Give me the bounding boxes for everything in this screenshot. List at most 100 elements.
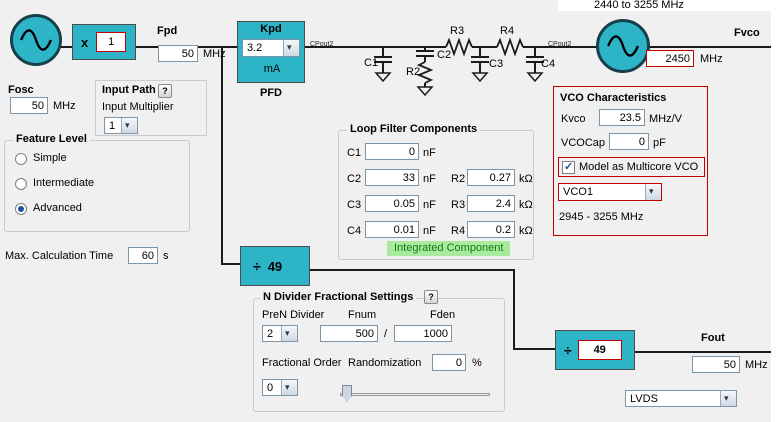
vco-select-value: VCO1 — [563, 186, 593, 198]
radio-intermediate[interactable] — [15, 178, 27, 190]
c3-input[interactable] — [365, 195, 419, 212]
r3-label: R3 — [451, 199, 466, 211]
c3-unit: nF — [423, 199, 436, 211]
multicore-checkbox[interactable] — [562, 160, 575, 174]
fractional-settings-group: N Divider Fractional Settings ? PreN Div… — [253, 290, 505, 412]
chevron-down-icon[interactable] — [281, 380, 297, 395]
loop-filter-title: Loop Filter Components — [347, 123, 481, 135]
feedback-wire — [513, 348, 557, 350]
vcocap-unit: pF — [653, 137, 666, 149]
fout-label: Fout — [701, 332, 725, 344]
output-divider-block: ÷ — [555, 330, 635, 370]
kvco-input[interactable] — [599, 109, 645, 126]
c4-schematic-label: C4 — [541, 58, 556, 70]
randomization-input[interactable] — [432, 354, 466, 371]
c2-input[interactable] — [365, 169, 419, 186]
vcocap-label: VCOCap — [561, 137, 606, 149]
randomization-slider-track[interactable] — [340, 393, 490, 396]
chevron-down-icon[interactable] — [281, 326, 297, 341]
divide-symbol: ÷ — [253, 258, 261, 274]
feature-level-title: Feature Level — [13, 133, 90, 145]
vcocap-input[interactable] — [609, 133, 649, 150]
kpd-dropdown[interactable]: 3.2 — [242, 39, 300, 57]
output-divider-input[interactable] — [577, 340, 622, 360]
fractional-order-label: Fractional Order — [262, 357, 342, 369]
n-divider-block: ÷ 49 — [240, 246, 310, 286]
vco-select-dropdown[interactable]: VCO1 — [558, 183, 662, 201]
chevron-down-icon[interactable] — [645, 184, 661, 200]
c4-input[interactable] — [365, 221, 419, 238]
c1-input[interactable] — [365, 143, 419, 160]
fvco-label: Fvco — [734, 27, 760, 39]
fvco-input[interactable] — [646, 50, 694, 67]
fpd-input[interactable] — [158, 45, 198, 62]
r4-unit: kΩ — [519, 225, 533, 237]
window-edge — [558, 0, 771, 11]
pren-divider-label: PreN Divider — [262, 309, 325, 321]
fpd-label: Fpd — [157, 25, 178, 37]
loop-filter-schematic — [305, 37, 599, 97]
fpd-unit: MHz — [203, 48, 226, 60]
c1-schematic-label: C1 — [364, 57, 379, 69]
pren-divider-value: 2 — [267, 327, 274, 340]
r4-schematic-label: R4 — [500, 25, 515, 37]
multicore-label: Model as Multicore VCO — [579, 161, 699, 173]
randomization-label: Randomization — [348, 357, 422, 369]
radio-simple[interactable] — [15, 153, 27, 165]
fnum-input[interactable] — [320, 325, 378, 342]
feedback-wire — [221, 47, 223, 265]
r2-label: R2 — [451, 173, 466, 185]
fractional-help-button[interactable]: ? — [424, 290, 438, 304]
feedback-wire — [221, 263, 241, 265]
fractional-settings-title: N Divider Fractional Settings — [260, 291, 417, 303]
input-path-panel: Input Path ? Input Multiplier 1 — [95, 80, 207, 136]
r3-input[interactable] — [467, 195, 515, 212]
r3-schematic-label: R3 — [450, 25, 465, 37]
fout-input[interactable] — [692, 356, 740, 373]
multiplier-input[interactable] — [96, 32, 127, 52]
fractional-order-dropdown[interactable]: 0 — [262, 379, 298, 396]
c1-unit: nF — [423, 147, 436, 159]
sine-wave-icon — [20, 29, 52, 51]
c2-label: C2 — [347, 173, 362, 185]
vco-range-label: 2945 - 3255 MHz — [559, 211, 644, 223]
sine-wave-icon — [607, 35, 639, 57]
max-calc-time-input[interactable] — [128, 247, 158, 264]
input-multiplier-dropdown[interactable]: 1 — [104, 117, 138, 134]
input-path-help-button[interactable]: ? — [158, 84, 172, 98]
r2-schematic-label: R2 — [406, 66, 421, 78]
radio-simple-label: Simple — [33, 152, 67, 164]
kpd-label: Kpd — [260, 23, 282, 35]
chevron-down-icon[interactable] — [121, 118, 137, 133]
chevron-down-icon[interactable] — [720, 391, 736, 406]
kpd-unit: mA — [263, 63, 281, 75]
r3-unit: kΩ — [519, 199, 533, 211]
multiply-symbol: x — [81, 34, 89, 50]
c4-label: C4 — [347, 225, 362, 237]
vco-characteristics-panel: VCO Characteristics Kvco MHz/V VCOCap pF… — [553, 86, 708, 236]
fvco-unit: MHz — [700, 53, 723, 65]
randomization-unit: % — [472, 357, 482, 369]
fnum-label: Fnum — [348, 309, 377, 321]
max-calc-time-label: Max. Calculation Time — [5, 250, 114, 262]
fosc-unit: MHz — [53, 100, 76, 112]
pren-divider-dropdown[interactable]: 2 — [262, 325, 298, 342]
radio-intermediate-label: Intermediate — [33, 177, 95, 189]
pfd-label: PFD — [260, 87, 282, 99]
radio-advanced[interactable] — [15, 203, 27, 215]
input-oscillator-icon — [10, 14, 62, 66]
chevron-down-icon[interactable] — [283, 40, 299, 56]
r4-input[interactable] — [467, 221, 515, 238]
fosc-label: Fosc — [8, 84, 34, 96]
fden-input[interactable] — [394, 325, 452, 342]
input-path-label: Input Path — [102, 84, 156, 96]
fosc-input[interactable] — [10, 97, 48, 114]
r2-unit: kΩ — [519, 173, 533, 185]
r2-input[interactable] — [467, 169, 515, 186]
wire — [648, 46, 771, 48]
output-format-dropdown[interactable]: LVDS — [625, 390, 737, 407]
randomization-slider-thumb[interactable] — [342, 385, 352, 402]
r4-label: R4 — [451, 225, 466, 237]
c3-label: C3 — [347, 199, 362, 211]
